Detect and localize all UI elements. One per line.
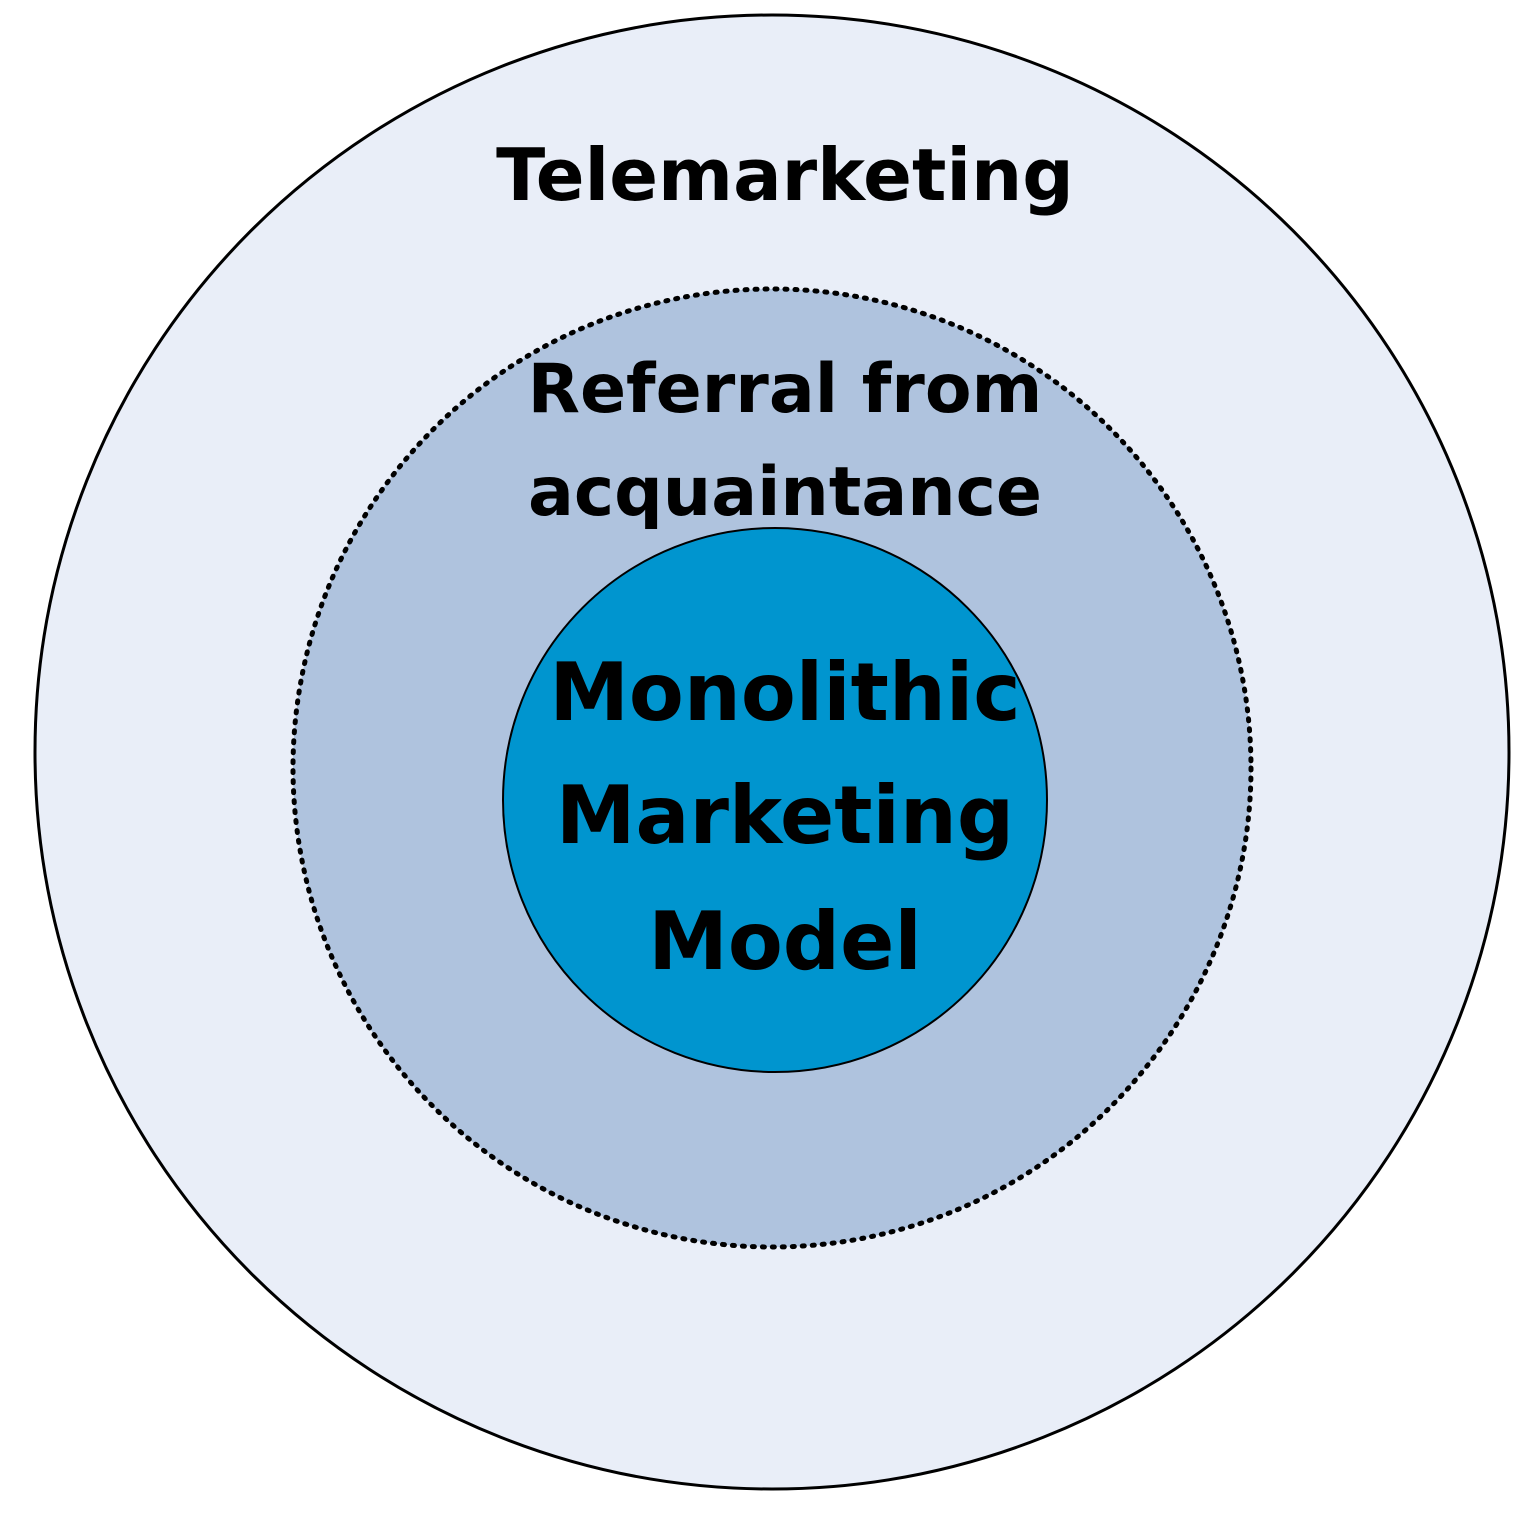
inner-label-line-1: Monolithic [549, 646, 1020, 739]
inner-label-line-3: Model [648, 895, 922, 988]
outer-label: Telemarketing [496, 133, 1074, 217]
middle-label-line-2: acquaintance [528, 453, 1042, 532]
middle-label-line-1: Referral from [528, 350, 1043, 429]
inner-circle-monolithic-model [502, 527, 1048, 1073]
inner-label-line-2: Marketing [556, 769, 1014, 862]
